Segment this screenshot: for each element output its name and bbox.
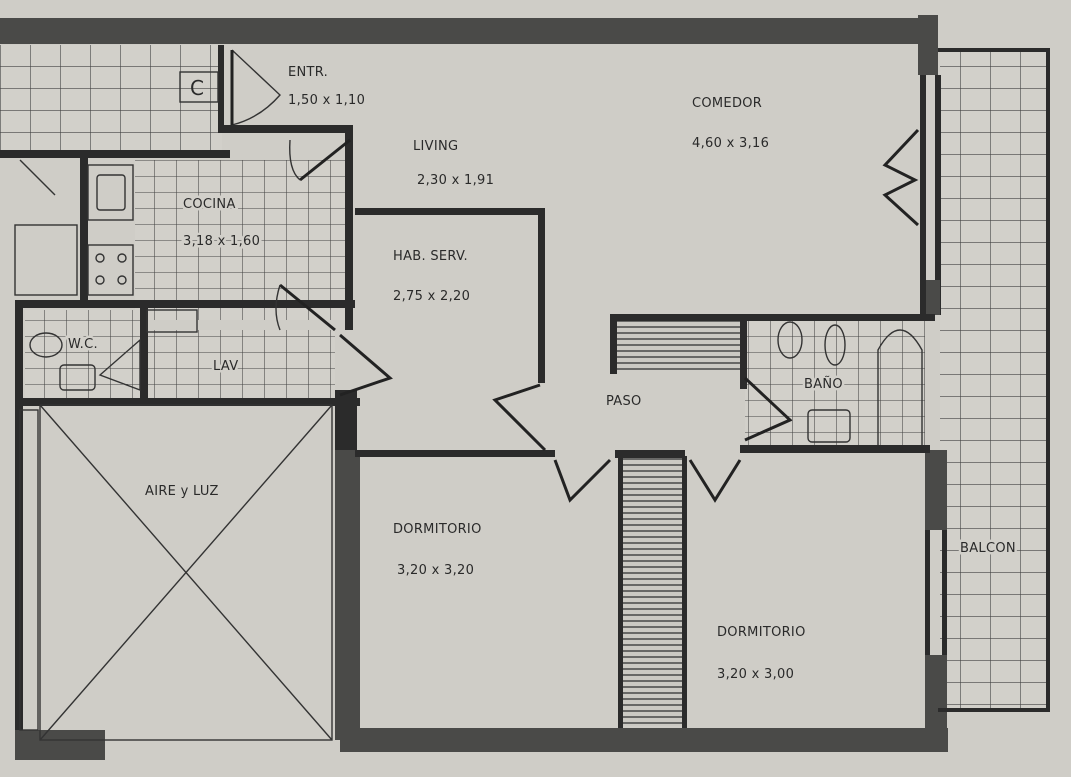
dormitorio-1-size: 3,20 x 3,20 (397, 563, 474, 578)
balcony-tiles (940, 50, 1048, 710)
dormitorio-2-size: 3,20 x 3,00 (717, 667, 794, 682)
living-name: LIVING (413, 139, 458, 154)
aire-luz-name: AIRE y LUZ (145, 484, 219, 499)
door-swings (19, 49, 920, 503)
kitchen-tiles (135, 160, 350, 320)
living-size: 2,30 x 1,91 (417, 173, 494, 188)
fixtures (14, 164, 923, 731)
comedor-size: 4,60 x 3,16 (692, 136, 769, 151)
closet-c-label: C (190, 76, 204, 100)
closet-hatch (622, 456, 684, 726)
air-light-shaft (39, 404, 333, 741)
comedor-name: COMEDOR (692, 96, 762, 111)
hab-serv-size: 2,75 x 2,20 (393, 289, 470, 304)
lav-tiles (145, 330, 335, 398)
dormitorio-1-name: DORMITORIO (393, 522, 482, 537)
bano-name: BAÑO (804, 376, 843, 392)
balcon-name: BALCON (960, 541, 1016, 556)
walls (0, 15, 1050, 760)
entrada-size: 1,50 x 1,10 (288, 93, 365, 108)
cocina-size: 3,18 x 1,60 (183, 234, 260, 249)
wc-name: W.C. (68, 337, 98, 352)
dormitorio-2-name: DORMITORIO (717, 625, 806, 640)
closet-c-box (179, 71, 219, 103)
entry-tiles (0, 45, 222, 150)
entrada-name: ENTR. (288, 65, 328, 80)
paso-name: PASO (606, 394, 642, 409)
lav-name: LAV (213, 359, 238, 374)
stair-hatch (615, 320, 740, 370)
cocina-name: COCINA (183, 197, 236, 212)
hab-serv-name: HAB. SERV. (393, 249, 468, 264)
